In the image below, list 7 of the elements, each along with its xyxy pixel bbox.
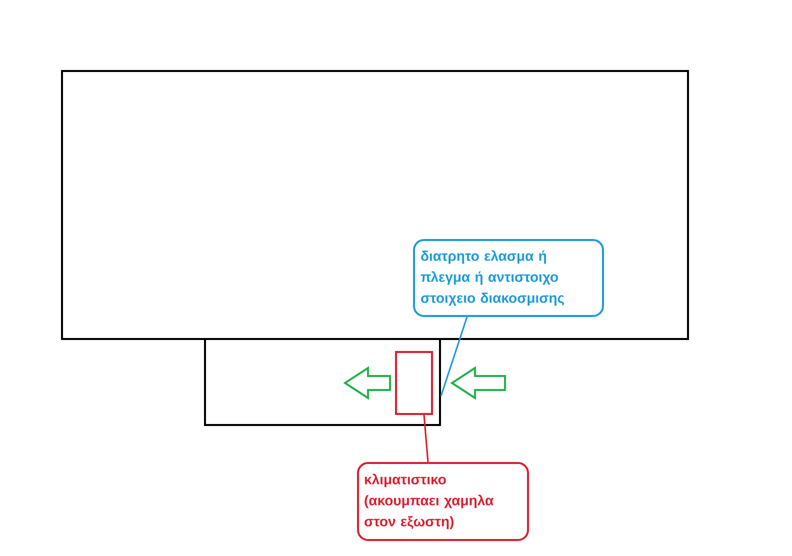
building-box (61, 70, 689, 340)
air-conditioner-box (395, 350, 433, 415)
leader-line (440, 316, 468, 396)
leader-line (423, 414, 429, 462)
callout-box: κλιματιστικο (ακουμπαει χαμηλα στον εξωστη) (357, 462, 529, 541)
callout-box: διατρητο ελασμα ή πλεγμα ή αντιστοιχο στοιχειο διακοσμισης (413, 239, 604, 317)
balcony-box (204, 338, 441, 426)
